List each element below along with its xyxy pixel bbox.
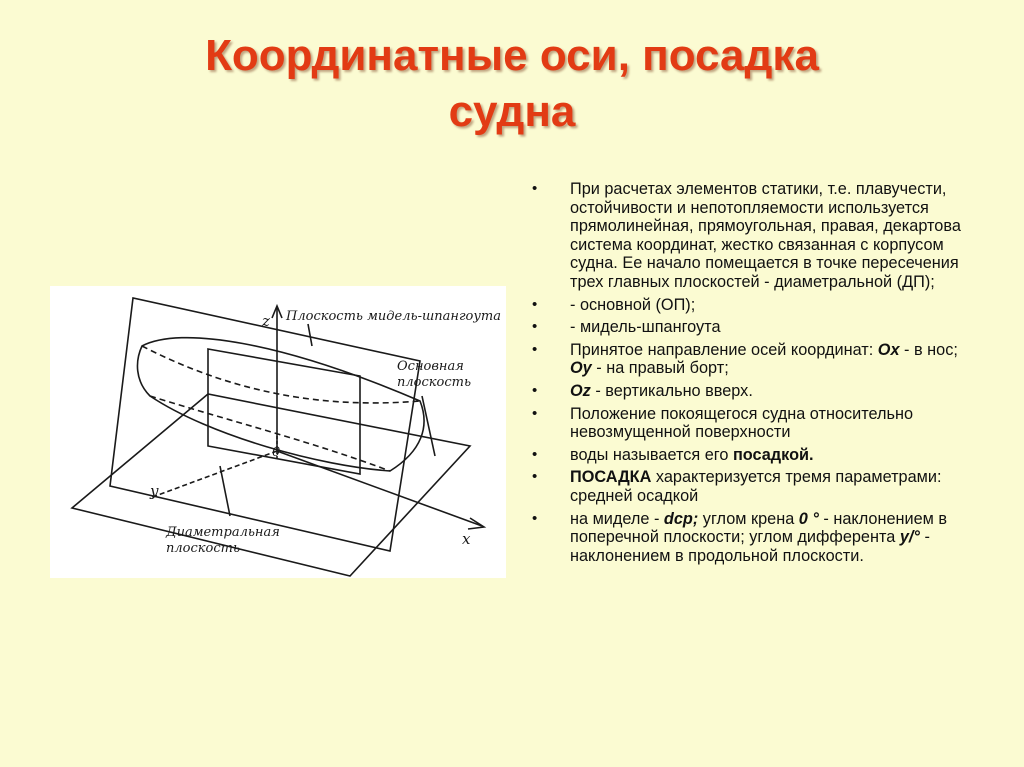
midship-plane bbox=[207, 348, 361, 475]
label-diametral-1: Диаметральная bbox=[165, 525, 280, 540]
label-midship-plane: Плоскость мидель-шпангоута bbox=[285, 309, 501, 324]
base-plane bbox=[70, 393, 472, 577]
bullet-text-column: • При расчетах элементов статики, т.е. п… bbox=[528, 180, 968, 569]
list-item: • - основной (ОП); bbox=[528, 296, 968, 315]
ship-axes-diagram: Плоскость мидель-шпангоута Основная плос… bbox=[70, 297, 501, 577]
bullet-text: углом крена bbox=[698, 509, 799, 528]
bullet-text: При расчетах элементов статики, т.е. пла… bbox=[570, 180, 961, 291]
label-axis-z: z bbox=[261, 312, 270, 330]
axis-y-line bbox=[149, 450, 278, 499]
bullet-dot: • bbox=[532, 340, 538, 358]
list-item: • ПОСАДКА характеризуется тремя параметр… bbox=[528, 468, 968, 505]
bullet-text: характеризуется тремя параметрами: средн… bbox=[570, 468, 942, 505]
list-item: • При расчетах элементов статики, т.е. п… bbox=[528, 180, 968, 292]
axis-oz-term: Oz bbox=[570, 381, 591, 400]
list-item: • - мидель-шпангоута bbox=[528, 318, 968, 337]
bullet-text: воды называется его bbox=[570, 445, 733, 464]
bullet-text: - мидель-шпангоута bbox=[570, 318, 721, 337]
list-item: • Принятое направление осей координат: O… bbox=[528, 341, 968, 378]
label-axis-y: y bbox=[149, 482, 159, 500]
list-item: • на миделе - dcp; углом крена 0 ° - нак… bbox=[528, 510, 968, 566]
bullet-dot: • bbox=[532, 509, 538, 527]
list-item: • воды называется его посадкой. bbox=[528, 446, 968, 465]
axis-x-arrow bbox=[467, 517, 487, 530]
bullet-dot: • bbox=[532, 318, 538, 336]
bullet-text: Принятое направление осей координат: bbox=[570, 340, 874, 359]
bullet-dot: • bbox=[532, 445, 538, 463]
bullet-dot: • bbox=[532, 404, 538, 422]
bullet-dot: • bbox=[532, 180, 538, 197]
diametral-plane bbox=[109, 297, 421, 552]
hull-keel bbox=[149, 395, 391, 472]
bullet-text: на миделе - bbox=[570, 509, 664, 528]
bold-term: ПОСАДКА bbox=[570, 468, 652, 487]
label-diametral-2: плоскость bbox=[166, 541, 240, 556]
bullet-text: - наклонением в поперечной плоскости; уг… bbox=[570, 509, 948, 547]
leader-diametral bbox=[219, 465, 231, 517]
title-line-2: судна bbox=[448, 87, 576, 136]
hull-outline bbox=[136, 336, 425, 472]
axis-z-arrow bbox=[271, 303, 283, 319]
bullet-text: - на правый борт; bbox=[591, 359, 729, 378]
trim-angle-term: y/° bbox=[899, 528, 920, 547]
heel-angle-term: 0 ° bbox=[798, 509, 819, 528]
leader-midship bbox=[307, 323, 313, 347]
hull-waterline bbox=[141, 345, 421, 404]
bullet-dot: • bbox=[532, 295, 538, 313]
list-item: • Положение покоящегося судна относитель… bbox=[528, 405, 968, 442]
axis-ox-term: Ox bbox=[877, 340, 900, 359]
bullet-text: - вертикально вверх. bbox=[590, 381, 753, 400]
leader-base bbox=[421, 395, 436, 457]
ship-axes-figure: Плоскость мидель-шпангоута Основная плос… bbox=[50, 286, 506, 578]
axis-oy-term: Oy bbox=[570, 359, 592, 378]
bullet-text: - основной (ОП); bbox=[570, 295, 696, 314]
title-line-1: Координатные оси, посадка bbox=[205, 31, 819, 80]
slide-title: Координатные оси, посадка судна bbox=[0, 28, 1024, 140]
bold-term: посадкой. bbox=[732, 445, 814, 464]
bullet-dot: • bbox=[532, 468, 538, 486]
axis-x-line bbox=[276, 450, 483, 527]
bullet-text: Положение покоящегося судна относительно… bbox=[570, 404, 914, 442]
label-axis-x: x bbox=[462, 530, 471, 548]
bullet-list: • При расчетах элементов статики, т.е. п… bbox=[528, 180, 968, 565]
bullet-text: - в нос; bbox=[899, 340, 958, 359]
draft-term: dcp; bbox=[663, 509, 699, 528]
bullet-dot: • bbox=[532, 381, 538, 399]
label-base-plane-2: плоскость bbox=[397, 375, 471, 390]
label-base-plane-1: Основная bbox=[397, 359, 464, 374]
label-origin: 0 bbox=[272, 445, 280, 460]
bullet-text: - наклонением в продольной плоскости. bbox=[570, 528, 930, 565]
list-item: • Oz - вертикально вверх. bbox=[528, 382, 968, 401]
